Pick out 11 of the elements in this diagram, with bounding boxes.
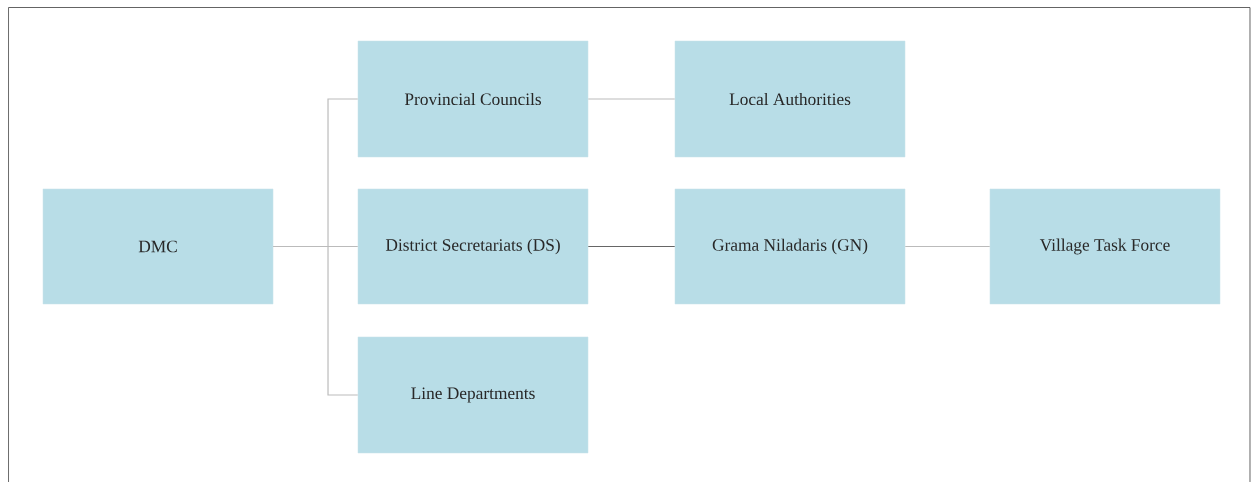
org-box: Provincial Councils — [357, 40, 589, 158]
connector-line — [587, 98, 676, 100]
org-box: DMC — [42, 188, 274, 305]
org-box: Village Task Force — [989, 188, 1221, 305]
connector-line — [904, 245, 991, 248]
org-box: Local Authorities — [674, 40, 906, 158]
org-box: Line Departments — [357, 336, 589, 454]
connector-line — [272, 245, 359, 396]
connector-line — [587, 245, 676, 248]
org-box: District Secretariats (DS) — [357, 188, 589, 305]
org-box: Grama Niladaris (GN) — [674, 188, 906, 305]
